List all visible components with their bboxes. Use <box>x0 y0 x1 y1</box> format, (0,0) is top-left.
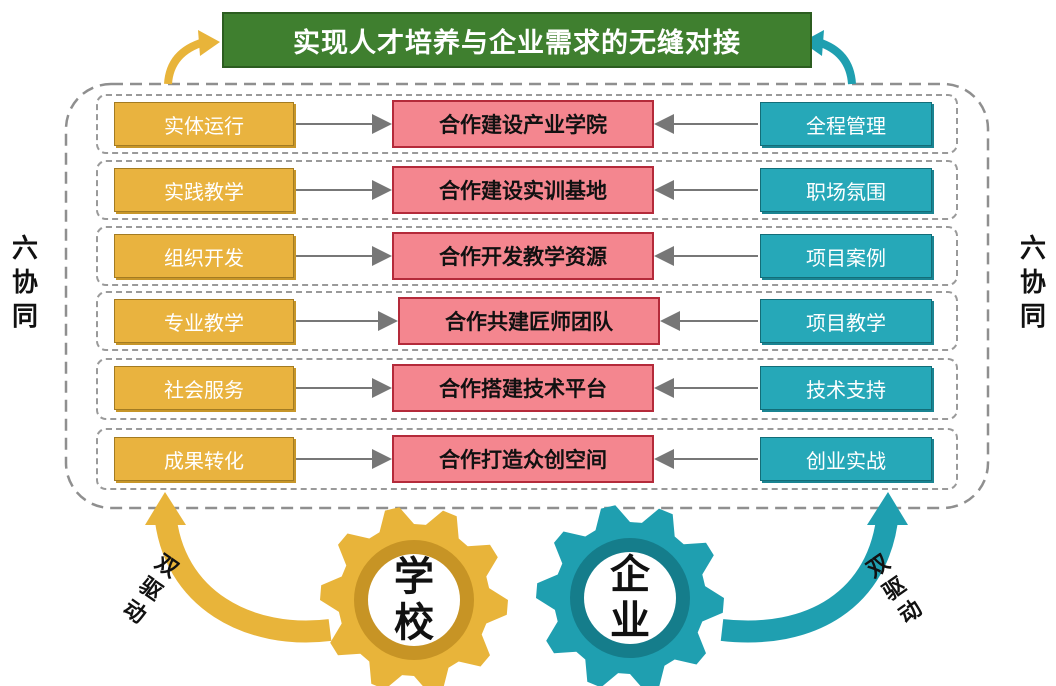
side-char: 协 <box>11 268 38 298</box>
row-frame <box>96 160 958 220</box>
outer-frame <box>64 82 990 510</box>
center-item: 合作建设实训基地 <box>392 166 654 214</box>
right-item: 项目案例 <box>760 234 932 278</box>
row-frame <box>96 94 958 154</box>
gear-center <box>584 552 676 644</box>
gear-char: 业 <box>610 598 650 644</box>
right-item: 职场氛围 <box>760 168 932 212</box>
school-gear-icon <box>320 507 508 686</box>
center-item: 合作共建匠师团队 <box>398 297 660 345</box>
right-item: 全程管理 <box>760 102 932 146</box>
left-item: 专业教学 <box>114 299 294 343</box>
row-frame <box>96 226 958 286</box>
side-char: 协 <box>1019 268 1046 298</box>
center-item: 合作打造众创空间 <box>392 435 654 483</box>
arrow-top-left <box>164 38 206 85</box>
row-frame <box>96 291 958 351</box>
page-title: 实现人才培养与企业需求的无缝对接 <box>222 12 812 68</box>
gear-char: 学 <box>394 554 434 600</box>
left-item: 组织开发 <box>114 234 294 278</box>
center-item: 合作建设产业学院 <box>392 100 654 148</box>
side-char: 六 <box>1019 234 1046 264</box>
right-item: 创业实战 <box>760 437 932 481</box>
left-item: 社会服务 <box>114 366 294 410</box>
row-frame <box>96 428 958 490</box>
side-char: 六 <box>11 234 38 264</box>
gear-center <box>368 554 460 646</box>
right-item: 项目教学 <box>760 299 932 343</box>
right-side-label: 六 协 同 <box>1018 232 1048 334</box>
left-item: 成果转化 <box>114 437 294 481</box>
left-side-label: 六 协 同 <box>10 232 40 334</box>
drive-arrow-right <box>720 510 899 643</box>
side-char: 同 <box>1019 302 1046 332</box>
gear-char: 企 <box>610 552 650 598</box>
left-item: 实体运行 <box>114 102 294 146</box>
row-frame <box>96 358 958 420</box>
right-item: 技术支持 <box>760 366 932 410</box>
enterprise-gear-label: 企 业 <box>600 552 660 644</box>
drive-arrow-left <box>154 510 332 643</box>
side-char: 同 <box>11 302 38 332</box>
center-item: 合作搭建技术平台 <box>392 364 654 412</box>
gear-char: 校 <box>394 600 434 646</box>
enterprise-gear-icon <box>536 505 724 686</box>
school-gear-label: 学 校 <box>384 554 444 646</box>
arrow-top-right <box>816 38 856 85</box>
left-item: 实践教学 <box>114 168 294 212</box>
center-item: 合作开发教学资源 <box>392 232 654 280</box>
